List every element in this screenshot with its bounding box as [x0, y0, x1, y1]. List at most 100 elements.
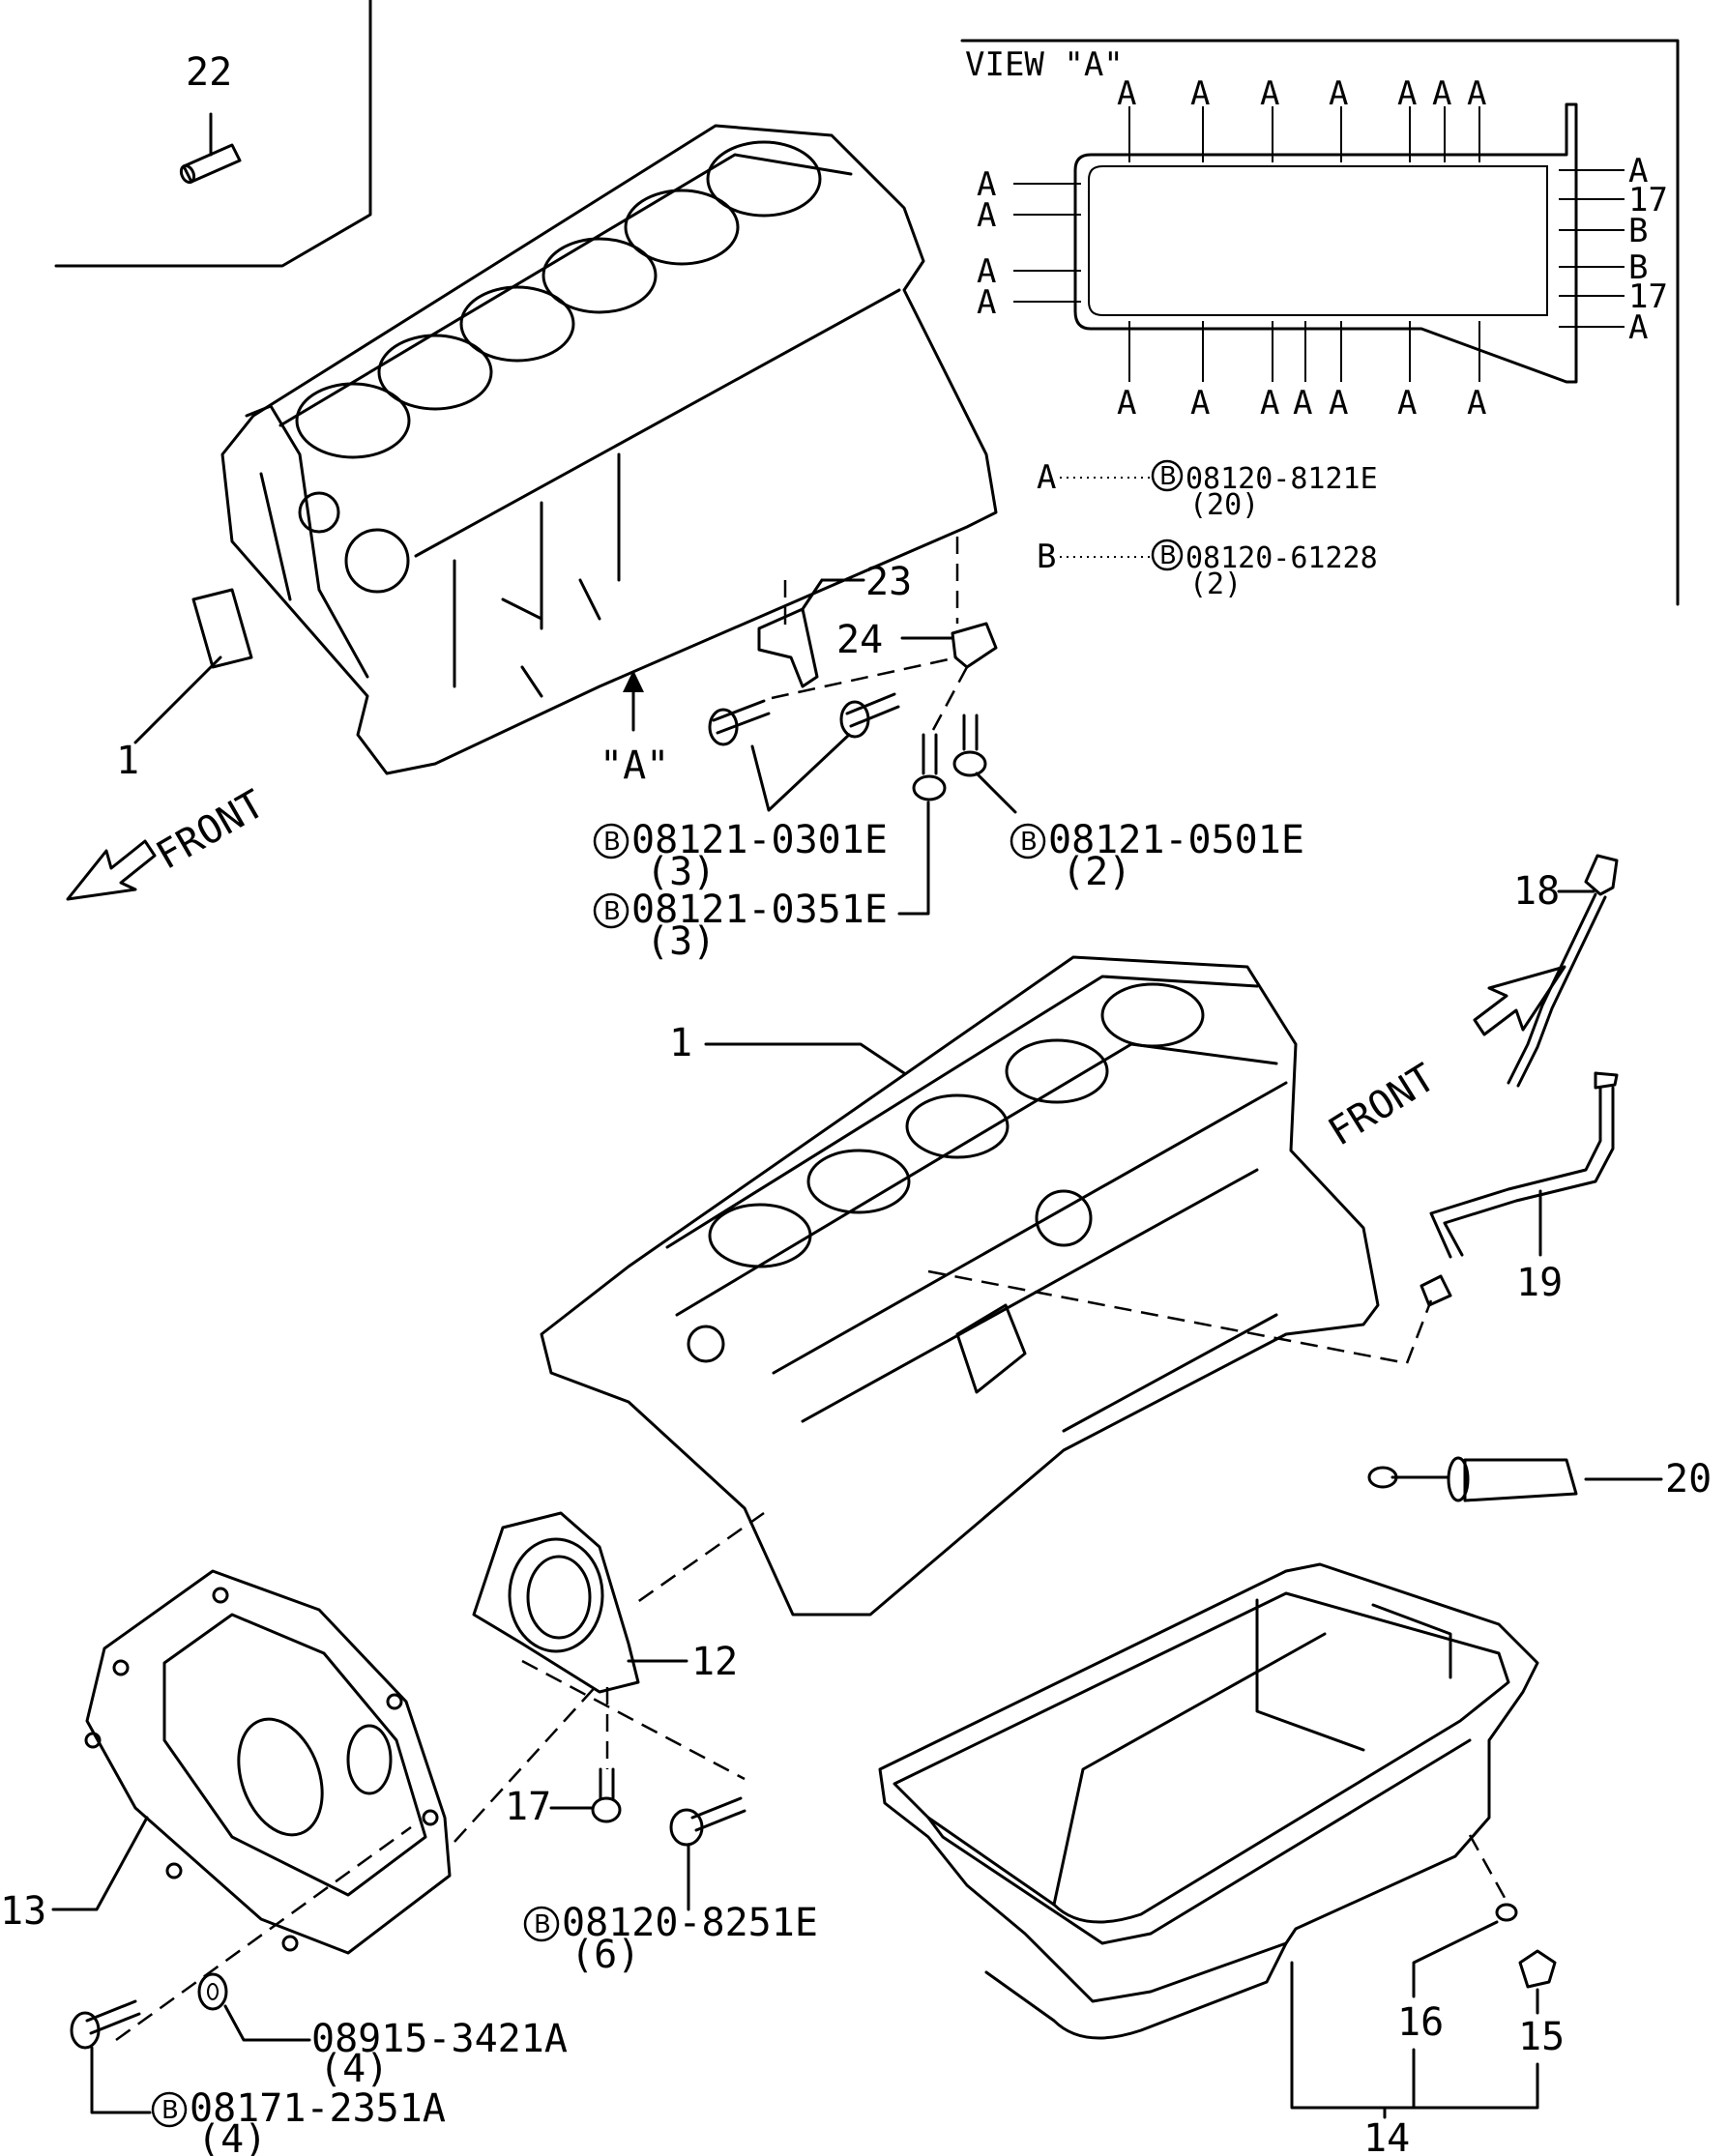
label-14: 14: [1363, 2116, 1410, 2156]
legend-b-code: 08120-61228: [1185, 541, 1378, 575]
front-arrow-top: [66, 839, 157, 901]
bolt-2-code: 08121-0501E: [1048, 818, 1304, 862]
view-a-top-bolts: A A A A A A A: [1117, 74, 1486, 162]
view-a-right-label: B: [1628, 212, 1648, 250]
label-22: 22: [186, 50, 232, 95]
dipstick-18: [1507, 854, 1619, 1088]
bottom-label-1: 1: [669, 1021, 692, 1065]
label-18: 18: [1513, 869, 1560, 914]
dipstick-guide-19: [1420, 1071, 1619, 1307]
oil-pan-gasket-outline: [1073, 102, 1578, 384]
bolt-top-c-icon: [912, 733, 947, 801]
bolt-plate-symbol: B: [161, 2096, 179, 2125]
bolt-seal-code-text: 08120-8251E: [562, 1901, 818, 1945]
label-24: 24: [836, 618, 883, 662]
bolt-plate-qty: (4): [197, 2117, 267, 2156]
bolt-1-symbol: B: [603, 828, 621, 857]
view-a-bottom-bolts: A A A A A A A: [1117, 321, 1486, 422]
bolt-plate-code-text: 08171-2351A: [190, 2086, 446, 2131]
bolt-code-2: B 08121-0501E (2): [1010, 818, 1304, 894]
view-a-right-label: A: [1628, 152, 1648, 190]
view-a-top-letter: A: [1190, 74, 1210, 113]
cylinder-block-top-view: [191, 124, 998, 775]
view-a-panel: VIEW "A" A A A A A A A: [960, 39, 1680, 606]
bolt-3-code: 08121-0351E: [631, 888, 888, 932]
legend-a-code: 08120-8121E: [1185, 462, 1378, 496]
view-a-right-label: B: [1628, 248, 1648, 287]
label-13: 13: [0, 1889, 46, 1934]
drain-plug-15-icon: [1518, 1949, 1557, 1989]
bolt-seal-symbol: B: [534, 1910, 551, 1939]
bolt-17-icon: [591, 1767, 622, 1823]
bolt-plate-icon: [70, 1999, 141, 2050]
oil-strainer-20: [1367, 1456, 1578, 1502]
bolt-top-a-icon: [708, 699, 771, 746]
view-a-top-letter: A: [1329, 74, 1348, 113]
legend-b-qty: (2): [1189, 568, 1242, 601]
dowel-pin-icon: [179, 143, 242, 185]
washer-code: 08915-3421A (4): [311, 2017, 568, 2091]
bolt-seal-code: B 08120-8251E (6): [523, 1901, 818, 1977]
bolt-top-b-icon: [839, 692, 900, 739]
view-a-bottom-letter: A: [1117, 384, 1136, 422]
rear-oil-seal-retainer-12: [472, 1511, 640, 1694]
bolt-code-3: B 08121-0351E (3): [593, 888, 888, 964]
drain-washer-16-icon: [1495, 1903, 1518, 1922]
front-label-bottom: FRONT: [1321, 1056, 1443, 1155]
bolt-top-d-icon: [952, 714, 987, 777]
view-a-top-letter: A: [1260, 74, 1279, 113]
bolt-3-qty: (3): [646, 919, 716, 964]
legend-a-symbol: B: [1159, 462, 1177, 491]
bolt-1-qty: (3): [646, 850, 716, 894]
bolt-seal-qty: (6): [571, 1933, 640, 1977]
view-a-bottom-letter: A: [1260, 384, 1279, 422]
label-20: 20: [1665, 1457, 1712, 1501]
view-a-bottom-letter: A: [1293, 384, 1312, 422]
washer-icon: [197, 1972, 228, 2011]
bolt-seal-icon: [669, 1796, 746, 1847]
washer-code-text: 08915-3421A: [311, 2017, 568, 2061]
bolt-2-symbol: B: [1020, 828, 1038, 857]
cylinder-block-bottom-view: [540, 955, 1380, 1617]
label-12: 12: [691, 1640, 738, 1684]
bolt-code-1: B 08121-0301E (3): [593, 818, 888, 894]
label-16: 16: [1397, 2000, 1444, 2045]
washer-qty: (4): [319, 2047, 389, 2091]
view-a-bottom-letter: A: [1397, 384, 1417, 422]
view-a-legend: A B 08120-8121E (20) B B 08120-61228 (2): [1037, 458, 1378, 601]
view-a-top-letter: A: [1432, 74, 1451, 113]
view-a-right-bolts: A 17 B B 17 A: [1559, 152, 1668, 347]
view-a-bottom-letter: A: [1467, 384, 1486, 422]
view-a-left-bolts: A A A A: [977, 165, 1081, 322]
legend-a-qty: (20): [1189, 488, 1259, 522]
view-a-top-letter: A: [1397, 74, 1417, 113]
view-a-bottom-letter: A: [1329, 384, 1348, 422]
view-a-bottom-letter: A: [1190, 384, 1210, 422]
label-23: 23: [865, 560, 912, 604]
view-a-top-letter: A: [1467, 74, 1486, 113]
bracket-23: [757, 578, 865, 688]
view-a-right-label: 17: [1628, 181, 1668, 219]
inset-part-22: 22: [54, 0, 372, 268]
label-17-bottom: 17: [505, 1785, 551, 1829]
view-a-marker: "A": [600, 743, 669, 788]
view-a-left-letter: A: [977, 165, 996, 204]
front-arrow-bottom: [1473, 965, 1566, 1036]
view-a-title: VIEW "A": [965, 45, 1124, 84]
bolt-plate-code: B 08171-2351A (4): [151, 2086, 446, 2156]
front-label-top: FRONT: [149, 782, 272, 879]
view-a-arrow: [623, 670, 644, 732]
legend-b-symbol: B: [1159, 541, 1177, 570]
view-a-left-letter: A: [977, 252, 996, 291]
bracket-24: [900, 622, 998, 669]
view-a-top-letter: A: [1117, 74, 1136, 113]
view-a-left-letter: A: [977, 196, 996, 235]
legend-letter-a: A: [1037, 458, 1056, 497]
view-a-right-label: 17: [1628, 277, 1668, 316]
legend-letter-b: B: [1037, 538, 1056, 576]
label-15: 15: [1518, 2015, 1565, 2059]
top-label-1: 1: [116, 739, 139, 783]
oil-pan-14: [878, 1562, 1539, 2040]
bolt-2-qty: (2): [1062, 850, 1131, 894]
